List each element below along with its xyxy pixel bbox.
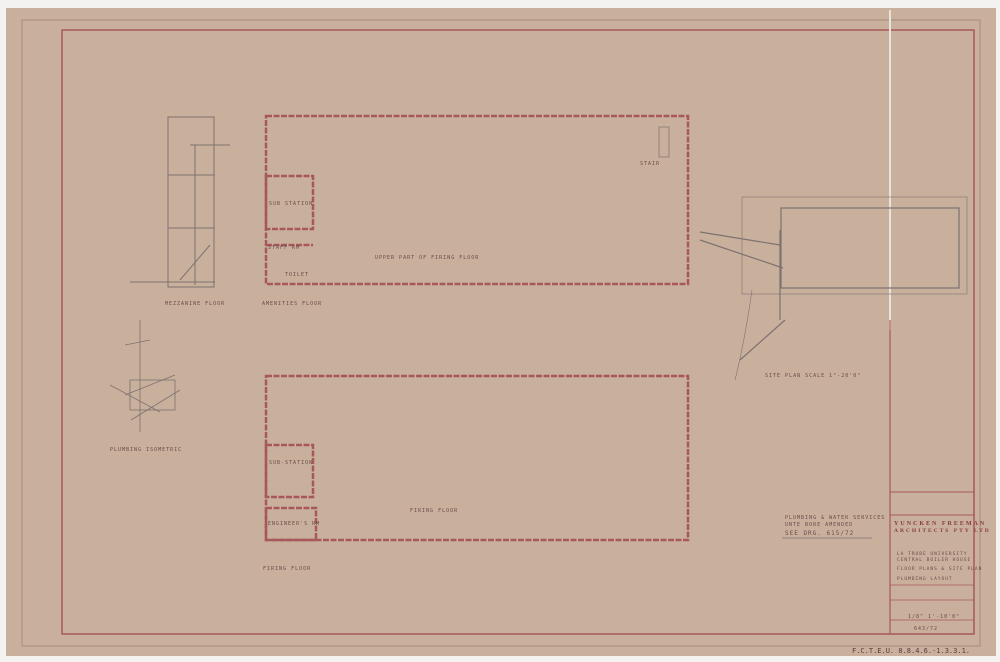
- label-mezzanine-floor: MEZZANINE FLOOR: [165, 301, 225, 307]
- plumbing-isometric-drawing: [109, 320, 181, 432]
- label-site-plan: SITE PLAN SCALE 1"-20'0": [765, 373, 861, 379]
- mezzanine-floor-plan: [130, 116, 230, 288]
- note-line-1: PLUMBING & WATER SERVICES: [785, 515, 885, 521]
- project-line-1: LA TROBE UNIVERSITY: [897, 551, 967, 557]
- sheet-title-2: PLUMBING LAYOUT: [897, 576, 953, 582]
- firm-name-line-2: ARCHITECTS PTY LTD: [894, 528, 991, 534]
- label-sub-station-lower: SUB-STATION: [269, 460, 313, 466]
- upper-floor-plan: [264, 114, 690, 286]
- paper-sheet: [6, 8, 996, 656]
- label-firing-floor: FIRING FLOOR: [263, 566, 311, 572]
- title-block: YUNCKEN FREEMAN ARCHITECTS PTY LTD LA TR…: [889, 320, 991, 634]
- outer-border: [21, 19, 981, 647]
- scale-value: 1/8" 1'-10'0": [908, 614, 960, 620]
- label-amenities-floor: AMENITIES FLOOR: [262, 301, 322, 307]
- label-plumbing-isometric: PLUMBING ISOMETRIC: [110, 447, 182, 453]
- sheet-title-1: FLOOR PLANS & SITE PLAN: [897, 566, 982, 572]
- margin-stamp: F.C.T.E.U. 8.8.4.6.-1.3.3.1.: [852, 647, 970, 655]
- label-sub-station-upper: SUB STATION: [269, 201, 313, 207]
- label-firing-floor-room: FIRING FLOOR: [410, 508, 458, 514]
- label-upper-firing-floor: UPPER PART OF FIRING FLOOR: [375, 255, 479, 261]
- drawing-number: 643/72: [914, 626, 938, 632]
- label-engineers-rm: ENGINEER'S RM: [268, 521, 320, 527]
- project-line-2: CENTRAL BOILER HOUSE: [897, 557, 971, 563]
- label-staff-rm: STAFF RM: [268, 245, 300, 251]
- drawing-frame: [61, 29, 975, 635]
- firing-floor-plan: [264, 374, 690, 542]
- note-line-2: UNTE BORE AMENDED: [785, 522, 853, 528]
- label-toilet: TOILET: [285, 272, 309, 278]
- firm-name-line-1: YUNCKEN FREEMAN: [894, 521, 986, 527]
- stair-symbol: [658, 126, 670, 158]
- label-stair: STAIR: [640, 161, 660, 167]
- note-line-3: SEE DRG. 615/72: [785, 530, 854, 537]
- site-plan: [699, 196, 968, 381]
